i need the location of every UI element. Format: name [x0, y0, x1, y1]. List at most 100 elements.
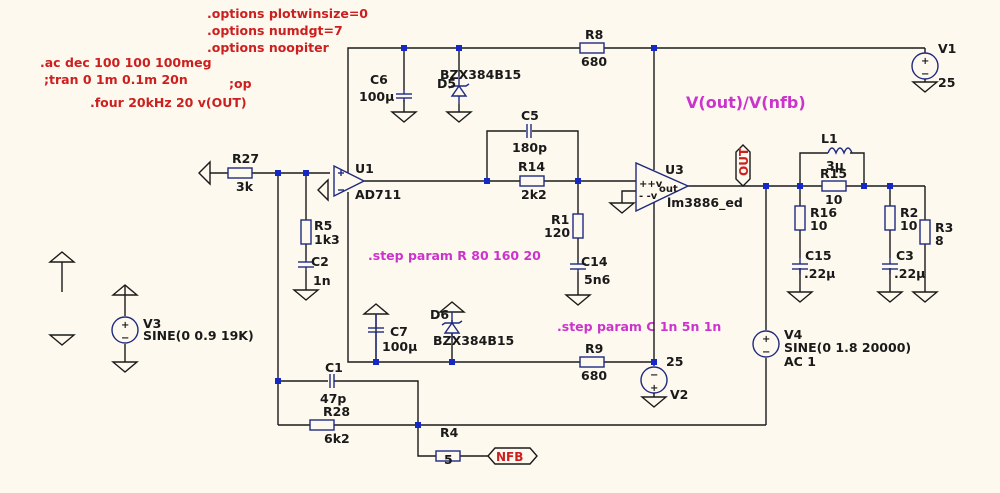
zener-diode-D5[interactable]: BZX384B15 D5: [437, 67, 521, 104]
resistor-R15[interactable]: R15 10: [820, 166, 847, 207]
svg-text:−: −: [762, 347, 770, 358]
svg-text:+: +: [921, 56, 929, 67]
svg-text:V3: V3: [143, 316, 161, 331]
svg-text:- -v: - -v: [639, 191, 658, 202]
net-label-out[interactable]: OUT: [735, 144, 751, 187]
svg-text:AC 1: AC 1: [784, 354, 816, 369]
svg-text:120: 120: [544, 225, 570, 240]
net-label-nfb[interactable]: NFB: [487, 447, 538, 465]
capacitor-C1[interactable]: C1 47p: [320, 360, 346, 406]
svg-text:AD711: AD711: [355, 187, 401, 202]
directive-ac[interactable]: .ac dec 100 100 100meg: [40, 55, 212, 70]
svg-text:3k: 3k: [236, 179, 254, 194]
ground-icon: [111, 361, 139, 373]
svg-text:.22µ: .22µ: [804, 266, 835, 281]
resistor-R27[interactable]: R27 3k: [227, 151, 259, 194]
capacitor-C14[interactable]: C14 5n6: [570, 254, 611, 287]
directive-op[interactable]: ;op: [229, 76, 252, 91]
ground-icon: [390, 111, 418, 123]
svg-text:180p: 180p: [512, 140, 547, 155]
directive-options-noopiter[interactable]: .options noopiter: [207, 40, 330, 55]
resistor-R28[interactable]: R28 6k2: [309, 404, 350, 446]
zener-diode-D6[interactable]: D6 BZX384B15: [430, 307, 514, 348]
resistor-R14[interactable]: R14 2k2: [518, 159, 547, 202]
resistor-R8[interactable]: R8 680: [579, 27, 607, 69]
svg-text:V2: V2: [670, 387, 688, 402]
ground-icon: [362, 303, 390, 315]
svg-text:R28: R28: [323, 404, 350, 419]
svg-text:+: +: [121, 320, 129, 331]
svg-text:C5: C5: [521, 108, 539, 123]
directive-tran[interactable]: ;tran 0 1m 0.1m 20n: [44, 72, 188, 87]
capacitor-C15[interactable]: C15 .22µ: [792, 248, 835, 281]
ground-icon: [317, 178, 329, 202]
inductor-L1[interactable]: L1 3µ: [821, 131, 853, 173]
directive-options-numdgt[interactable]: .options numdgt=7: [207, 23, 343, 38]
capacitor-C3[interactable]: C3 .22µ: [882, 248, 925, 281]
svg-text:++v: ++v: [639, 179, 663, 190]
ground-icon: [445, 111, 473, 123]
ground-icon: [292, 289, 320, 301]
resistor-R3[interactable]: R3 8: [919, 219, 953, 248]
svg-text:V1: V1: [938, 41, 956, 56]
ground-icon: [564, 294, 592, 306]
svg-text:100µ: 100µ: [359, 89, 394, 104]
voltage-source-V2[interactable]: − + 25 V2: [640, 354, 688, 402]
svg-text:R14: R14: [518, 159, 545, 174]
ground-symbols: [48, 81, 939, 408]
resistor-R4[interactable]: R4 5: [435, 425, 461, 467]
voltage-source-V1[interactable]: + − V1 25: [911, 41, 956, 90]
svg-text:R4: R4: [440, 425, 459, 440]
svg-text:R3: R3: [935, 220, 953, 235]
capacitor-C6[interactable]: C6 100µ: [359, 72, 412, 104]
svg-text:SINE(0 0.9 19K): SINE(0 0.9 19K): [143, 328, 254, 343]
plot-expression-label[interactable]: V(out)/V(nfb): [686, 93, 806, 112]
svg-text:R5: R5: [314, 218, 332, 233]
svg-text:680: 680: [581, 368, 607, 383]
opamp-U3[interactable]: ++v - -v out U3 lm3886_ed: [635, 161, 743, 213]
voltage-source-V4[interactable]: + − V4 SINE(0 1.8 20000) AC 1: [752, 327, 911, 369]
svg-text:R9: R9: [585, 341, 603, 356]
svg-text:5n6: 5n6: [584, 272, 611, 287]
resistor-R16[interactable]: R16 10: [794, 205, 837, 233]
svg-text:C3: C3: [896, 248, 914, 263]
svg-text:−: −: [650, 370, 658, 381]
svg-text:D5: D5: [437, 76, 456, 91]
capacitor-C7[interactable]: C7 100µ: [368, 314, 417, 359]
ground-icon: [786, 291, 814, 303]
svg-text:SINE(0 1.8 20000): SINE(0 1.8 20000): [784, 340, 911, 355]
svg-text:R27: R27: [232, 151, 259, 166]
directive-step-r[interactable]: .step param R 80 160 20: [368, 248, 541, 263]
svg-text:10: 10: [810, 218, 828, 233]
voltage-source-V3[interactable]: + − V3 SINE(0 0.9 19K): [111, 316, 254, 344]
svg-text:R2: R2: [900, 205, 918, 220]
capacitor-C2[interactable]: C2 1n: [298, 254, 331, 288]
opamp-U1[interactable]: U1 AD711: [333, 161, 401, 202]
svg-text:6k2: 6k2: [324, 431, 350, 446]
svg-text:R16: R16: [810, 205, 837, 220]
directive-options-plotwinsize[interactable]: .options plotwinsize=0: [207, 6, 368, 21]
svg-text:lm3886_ed: lm3886_ed: [667, 195, 743, 211]
junctions: [275, 45, 893, 428]
resistor-R9[interactable]: R9 680: [579, 341, 607, 383]
resistor-R5[interactable]: R5 1k3: [300, 218, 340, 247]
ground-icon: [911, 291, 939, 303]
ground-icon: [876, 291, 904, 303]
svg-text:L1: L1: [821, 131, 838, 146]
resistor-R2[interactable]: R2 10: [884, 205, 918, 233]
ground-icon: [111, 284, 139, 296]
svg-text:10: 10: [825, 192, 843, 207]
ground-icon: [640, 396, 668, 408]
svg-text:R8: R8: [585, 27, 603, 42]
svg-text:+: +: [650, 383, 658, 394]
svg-text:U1: U1: [355, 161, 374, 176]
svg-text:BZX384B15: BZX384B15: [433, 333, 514, 348]
capacitor-C5[interactable]: C5 180p: [512, 108, 547, 155]
svg-text:680: 680: [581, 54, 607, 69]
directive-step-c[interactable]: .step param C 1n 5n 1n: [557, 319, 721, 334]
svg-text:C14: C14: [581, 254, 608, 269]
svg-text:25: 25: [666, 354, 683, 369]
directive-four[interactable]: .four 20kHz 20 v(OUT): [90, 95, 247, 110]
resistor-R1[interactable]: R1 120: [544, 212, 584, 240]
